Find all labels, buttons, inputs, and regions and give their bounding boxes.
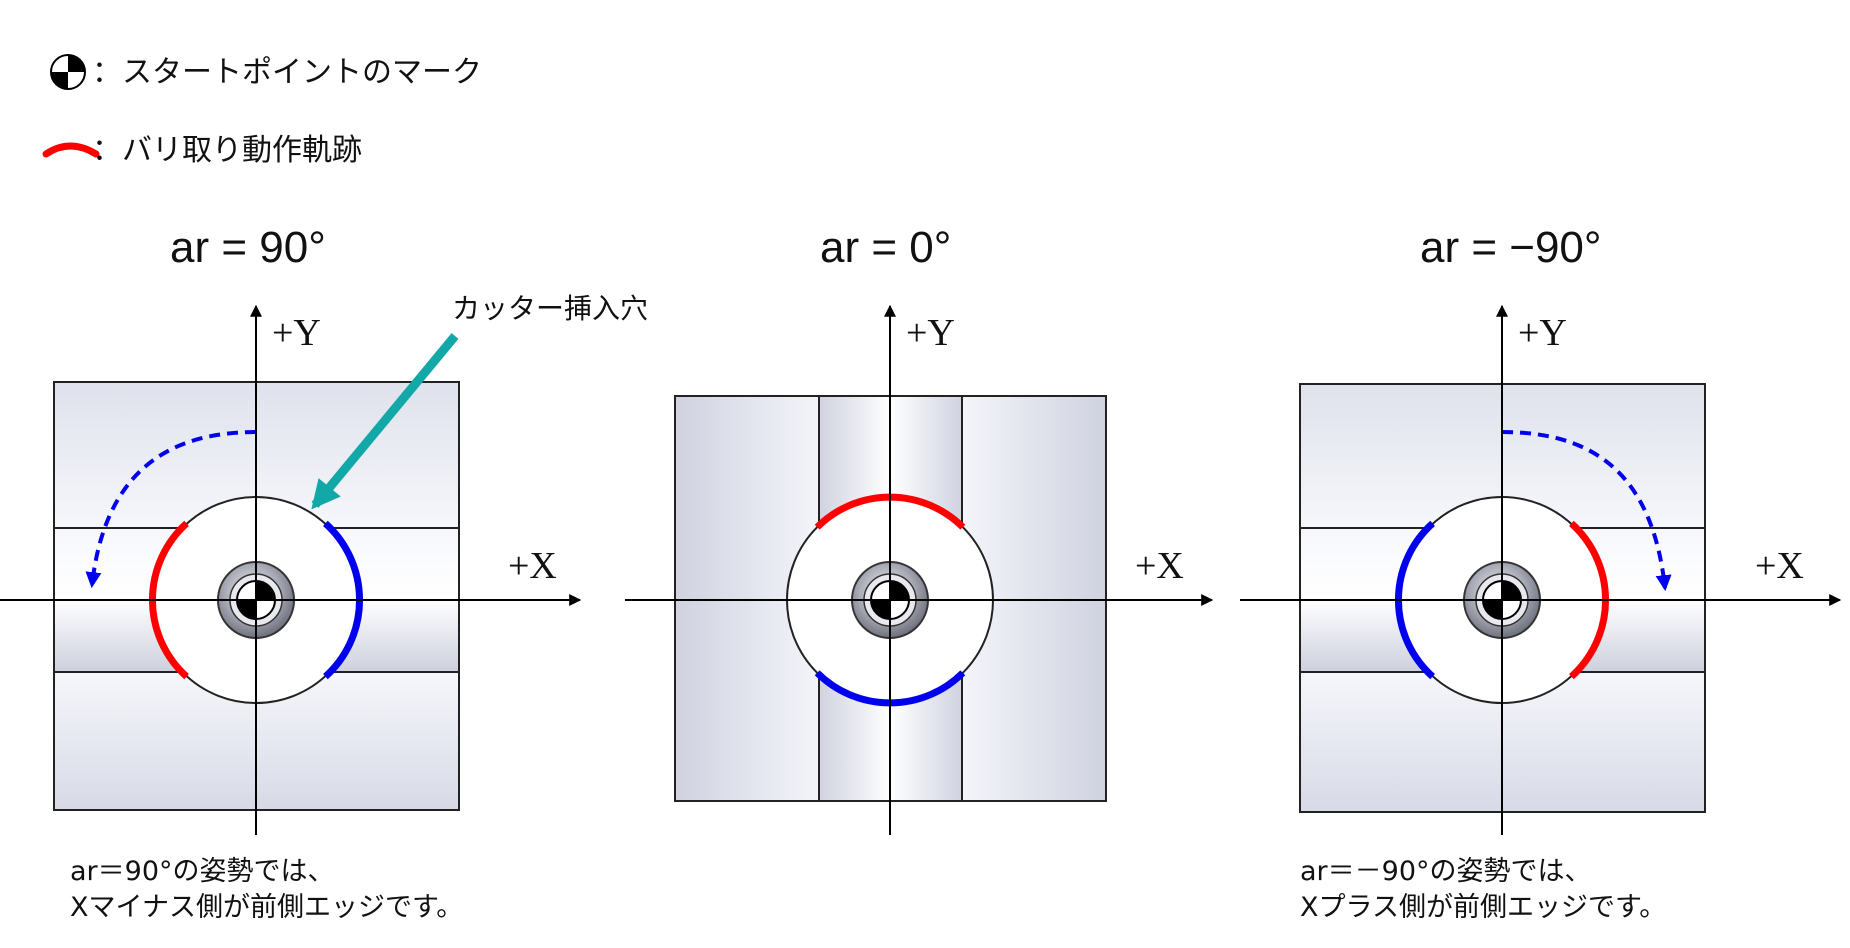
y-axis-label: +Y [906,312,955,354]
caption-line-1: ar＝90°の姿勢では、 [70,856,335,887]
panel-heading: ar = 0° [820,223,951,272]
start-point-icon [50,54,86,90]
callout-label: カッター挿入穴 [452,292,648,325]
callout-arrow [311,333,459,510]
y-axis-label: +Y [1518,312,1567,354]
caption-line-2: Xマイナス側が前側エッジです。 [70,892,463,923]
y-axis-label: +Y [272,312,321,354]
caption-line-1: ar＝－90°の姿勢では、 [1300,856,1592,887]
caption-line-2: Xプラス側が前側エッジです。 [1300,892,1666,923]
x-axis-label: +X [1755,545,1804,587]
start-point-legend-label: ：スタートポイントのマーク [92,55,482,90]
panel-heading: ar = 90° [170,223,326,272]
deburr-path-legend-icon [42,142,100,158]
rotation-arrow [85,430,257,589]
legend: ：スタートポイントのマーク ：バリ取り動作軌跡 [42,54,482,168]
panel-heading: ar = −90° [1420,223,1602,272]
rotation-arrow [1501,430,1672,592]
cutter-hole-callout: カッター挿入穴 [311,292,648,510]
x-axis-label: +X [1135,545,1184,587]
panel-ar-0: ar = 0° +Y +X [625,223,1214,835]
x-axis-label: +X [508,545,557,587]
panel-ar-minus-90: ar = −90° +Y +X ar＝－90°の姿勢では、 Xプラス側が前側エッ… [1240,223,1842,923]
panel-ar-90: ar = 90° +Y +X ar＝90°の姿勢では、 Xマイナス側が前側 [0,223,582,923]
deburr-path-legend-label: ：バリ取り動作軌跡 [92,133,362,168]
